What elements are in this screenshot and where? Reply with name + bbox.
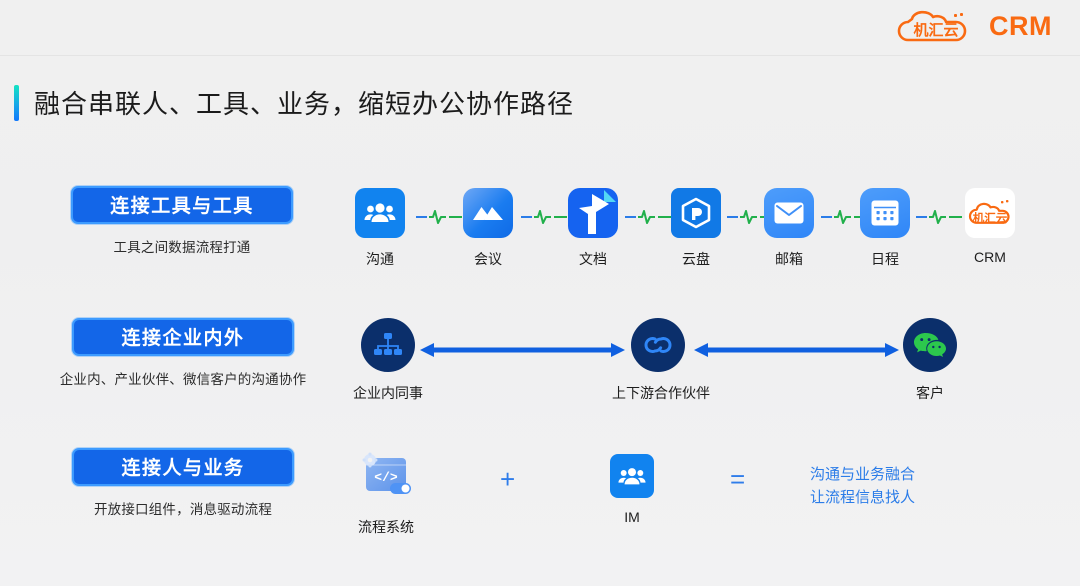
row3-result-line2: 让流程信息找人 <box>810 489 916 507</box>
node-process-system-label: 流程系统 <box>358 519 414 535</box>
brand-logo: 机汇云 CRM <box>892 9 1052 43</box>
wechat-icon <box>903 318 957 372</box>
node-org-chart[interactable]: 企业内同事 <box>342 318 434 403</box>
row2-pill[interactable]: 连接企业内外 <box>72 318 294 356</box>
page-title: 融合串联人、工具、业务，缩短办公协作路径 <box>14 84 574 121</box>
node-process-system[interactable]: </> 流程系统 <box>340 450 432 537</box>
arrow-left-right-2 <box>694 342 899 357</box>
node-meeting[interactable]: 会议 <box>443 188 533 269</box>
row3-result-line1: 沟通与业务融合 <box>810 466 916 483</box>
node-chat[interactable]: 沟通 <box>335 188 425 269</box>
row1-pill[interactable]: 连接工具与工具 <box>71 186 293 224</box>
node-partners-label: 上下游合作伙伴 <box>612 385 710 401</box>
node-meeting-label: 会议 <box>474 251 502 267</box>
crm-logo-icon: 机汇云 <box>965 188 1015 238</box>
node-customer[interactable]: 客户 <box>884 318 976 403</box>
equals-operator: = <box>730 464 746 494</box>
header-divider <box>0 55 1080 56</box>
im-icon <box>610 454 654 498</box>
title-text: 融合串联人、工具、业务，缩短办公协作路径 <box>34 89 575 119</box>
row3-pill[interactable]: 连接人与业务 <box>72 448 294 486</box>
connector-pulse-3 <box>625 207 673 227</box>
row3-result-text: 沟通与业务融合 让流程信息找人 <box>810 463 990 510</box>
svg-text:机汇云: 机汇云 <box>973 211 1008 225</box>
arrow-left-right-1 <box>420 342 625 357</box>
brand-logo-text: 机汇云 <box>913 21 958 39</box>
node-mail-label: 邮箱 <box>775 251 803 267</box>
node-calendar[interactable]: 日程 <box>840 188 930 269</box>
link-icon <box>631 318 685 372</box>
jihuiyun-cloud-icon: 机汇云 <box>892 9 980 43</box>
chat-icon <box>355 188 405 238</box>
node-clouddisk[interactable]: 云盘 <box>651 188 741 269</box>
calendar-icon <box>860 188 910 238</box>
brand-product-text: CRM <box>989 10 1052 41</box>
node-im[interactable]: IM <box>587 454 677 525</box>
node-org-chart-label: 企业内同事 <box>353 385 423 401</box>
row3-label-block: 连接人与业务 开放接口组件，消息驱动流程 <box>18 448 348 518</box>
connector-pulse-6 <box>916 207 964 227</box>
node-im-label: IM <box>624 509 640 525</box>
svg-text:</>: </> <box>374 470 398 485</box>
document-icon <box>568 188 618 238</box>
title-accent-bar <box>14 84 19 121</box>
node-partners[interactable]: 上下游合作伙伴 <box>612 318 710 403</box>
row1-subtitle: 工具之间数据流程打通 <box>113 240 251 255</box>
node-crm[interactable]: 机汇云 CRM <box>945 188 1035 265</box>
node-crm-label: CRM <box>974 249 1006 265</box>
row2-label-block: 连接企业内外 企业内、产业伙伴、微信客户的沟通协作 <box>18 318 348 388</box>
row2-subtitle: 企业内、产业伙伴、微信客户的沟通协作 <box>59 372 307 387</box>
process-system-icon: </> <box>357 450 415 506</box>
mail-icon <box>764 188 814 238</box>
row3-subtitle: 开放接口组件，消息驱动流程 <box>93 502 273 517</box>
clouddisk-icon <box>671 188 721 238</box>
connector-pulse-2 <box>521 207 569 227</box>
connector-pulse-1 <box>416 207 464 227</box>
node-mail[interactable]: 邮箱 <box>744 188 834 269</box>
node-chat-label: 沟通 <box>366 251 394 267</box>
node-customer-label: 客户 <box>916 385 944 401</box>
node-document-label: 文档 <box>579 251 607 267</box>
plus-operator: + <box>500 464 516 494</box>
org-chart-icon <box>361 318 415 372</box>
row1-label-block: 连接工具与工具 工具之间数据流程打通 <box>32 186 332 256</box>
node-calendar-label: 日程 <box>871 251 899 267</box>
node-clouddisk-label: 云盘 <box>682 251 710 267</box>
node-document[interactable]: 文档 <box>548 188 638 269</box>
meeting-icon <box>463 188 513 238</box>
